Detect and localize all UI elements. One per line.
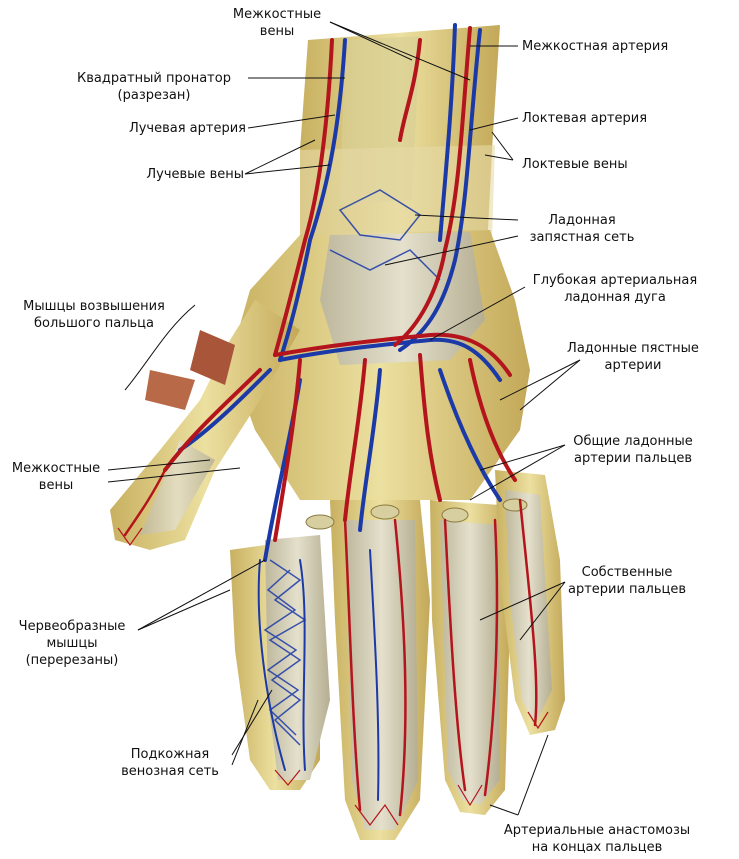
leader-lines — [107, 21, 581, 816]
label-radial-veins: Лучевые вены — [146, 167, 244, 182]
veins — [178, 23, 502, 801]
label-interosseous-veins: Межкостные вены — [11, 461, 101, 493]
label-palmar-carpal-network: Ладонная запястная сеть — [529, 213, 635, 245]
ring-finger — [430, 500, 510, 815]
label-fingertip-anastomoses: Артериальные анастомозы на концах пальце… — [503, 823, 691, 855]
label-interosseous-artery: Межкостная артерия — [522, 39, 669, 54]
middle-finger — [330, 500, 430, 840]
fingertip-anastomoses — [117, 527, 549, 826]
label-intercostal-veins-top: Межкостные вены — [232, 7, 322, 39]
label-radial-artery: Лучевая артерия — [128, 121, 246, 136]
label-pronator-quadratus: Квадратный пронатор (разрезан) — [77, 71, 231, 103]
label-proper-digital-arteries: Собственные артерии пальцев — [567, 565, 686, 597]
label-palmar-metacarpal-arteries: Ладонные пястные артерии — [567, 341, 699, 373]
label-thenar-muscles: Мышцы возвышения большого пальца — [23, 299, 165, 331]
label-ulnar-artery: Локтевая артерия — [522, 111, 648, 126]
label-lumbrical-muscles: Червеобразные мышцы (перерезаны) — [18, 619, 126, 668]
label-ulnar-veins: Локтевые вены — [522, 157, 628, 172]
label-subcutaneous-venous-network: Подкожная венозная сеть — [121, 747, 219, 779]
label-deep-palmar-arch: Глубокая артериальная ладонная дуга — [532, 273, 698, 305]
arteries — [123, 26, 538, 817]
venous-network — [263, 189, 441, 746]
label-common-digital-arteries: Общие ладонные артерии пальцев — [573, 434, 693, 466]
